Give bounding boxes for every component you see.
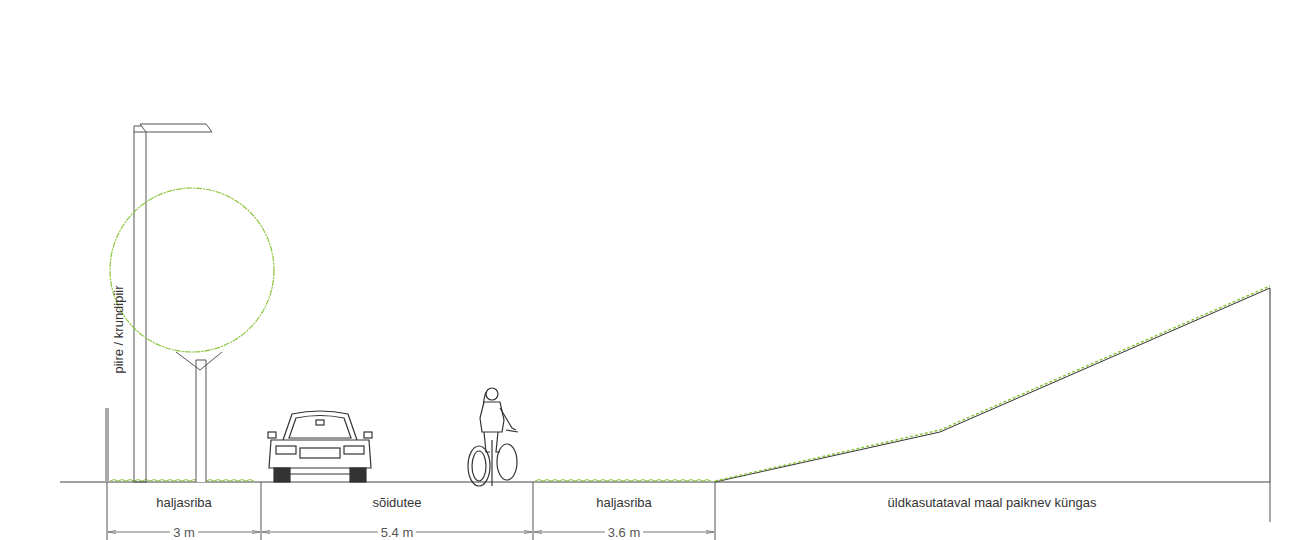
dimension-label: 3.6 m	[605, 526, 644, 539]
hill	[715, 288, 1270, 482]
fence-post	[105, 408, 109, 482]
dimension-label: 3 m	[170, 526, 198, 539]
boundary-label: piire / krundipiir	[112, 285, 125, 373]
dimension-ticks	[107, 482, 1270, 540]
tree	[110, 188, 274, 482]
street-lamp	[134, 124, 212, 482]
grass	[535, 480, 711, 482]
zone-label: haljasriba	[156, 496, 212, 509]
car	[268, 411, 372, 482]
ground-line	[60, 482, 1270, 483]
hill-grass	[715, 286, 1270, 481]
zone-label: sõidutee	[372, 496, 421, 509]
grass	[110, 480, 254, 482]
dimension-label: 5.4 m	[378, 526, 417, 539]
zone-label: üldkasutataval maal paiknev küngas	[888, 496, 1097, 509]
zone-label: haljasriba	[596, 496, 652, 509]
cyclist	[468, 388, 518, 486]
